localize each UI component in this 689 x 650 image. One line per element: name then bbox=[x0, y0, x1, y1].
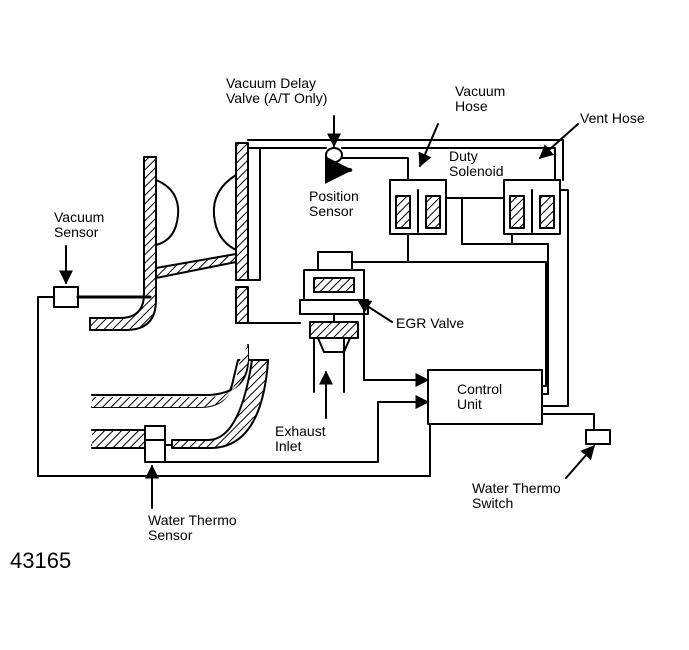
water-thermo-switch bbox=[585, 429, 611, 445]
delay-valve-to-solenoid bbox=[341, 157, 409, 181]
intake-manifold-wall bbox=[89, 156, 180, 331]
vacuum-sensor-label: Vacuum Sensor bbox=[54, 209, 105, 240]
duty-solenoid-right bbox=[503, 179, 561, 245]
vent-hose-label: Vent Hose bbox=[580, 110, 645, 126]
vacuum-sensor bbox=[53, 286, 152, 308]
vacuum-delay-valve-label: Vacuum Delay Valve (A/T Only) bbox=[226, 75, 328, 106]
exhaust-inlet-pipes bbox=[313, 337, 345, 393]
control-unit-label: Control Unit bbox=[457, 381, 503, 412]
control-unit-to-thermo-switch bbox=[541, 189, 569, 407]
thermo-switch-wire bbox=[541, 413, 595, 431]
control-unit-box bbox=[427, 369, 543, 425]
water-thermo-sensor-wire bbox=[164, 395, 430, 463]
water-thermo-sensor bbox=[144, 425, 166, 463]
position-sensor-label: Position Sensor bbox=[309, 188, 359, 219]
figure-number: 43165 bbox=[10, 548, 72, 573]
vacuum-delay-valve bbox=[324, 147, 353, 184]
egr-valve-label: EGR Valve bbox=[396, 315, 465, 331]
vacuum-sensor-wire bbox=[37, 296, 431, 477]
throttle-body-wall bbox=[155, 142, 249, 281]
exhaust-manifold-wall bbox=[91, 286, 301, 449]
duty-solenoid-left bbox=[389, 179, 447, 263]
exhaust-inlet-label: Exhaust Inlet bbox=[275, 423, 326, 454]
water-thermo-sensor-label: Water Thermo Sensor bbox=[148, 512, 237, 543]
throttle-port-line bbox=[247, 147, 261, 281]
control-unit-to-solenoid-right bbox=[511, 243, 549, 395]
control-unit-to-solenoid-left bbox=[407, 261, 547, 387]
duty-solenoid-label: Duty Solenoid bbox=[449, 148, 504, 179]
vacuum-hose-label: Vacuum Hose bbox=[455, 83, 506, 114]
egr-valve bbox=[299, 251, 369, 353]
egr-position-sensor-wire bbox=[363, 281, 430, 387]
vacuum-line-top bbox=[247, 139, 564, 181]
water-thermo-switch-label: Water Thermo Switch bbox=[472, 480, 561, 511]
